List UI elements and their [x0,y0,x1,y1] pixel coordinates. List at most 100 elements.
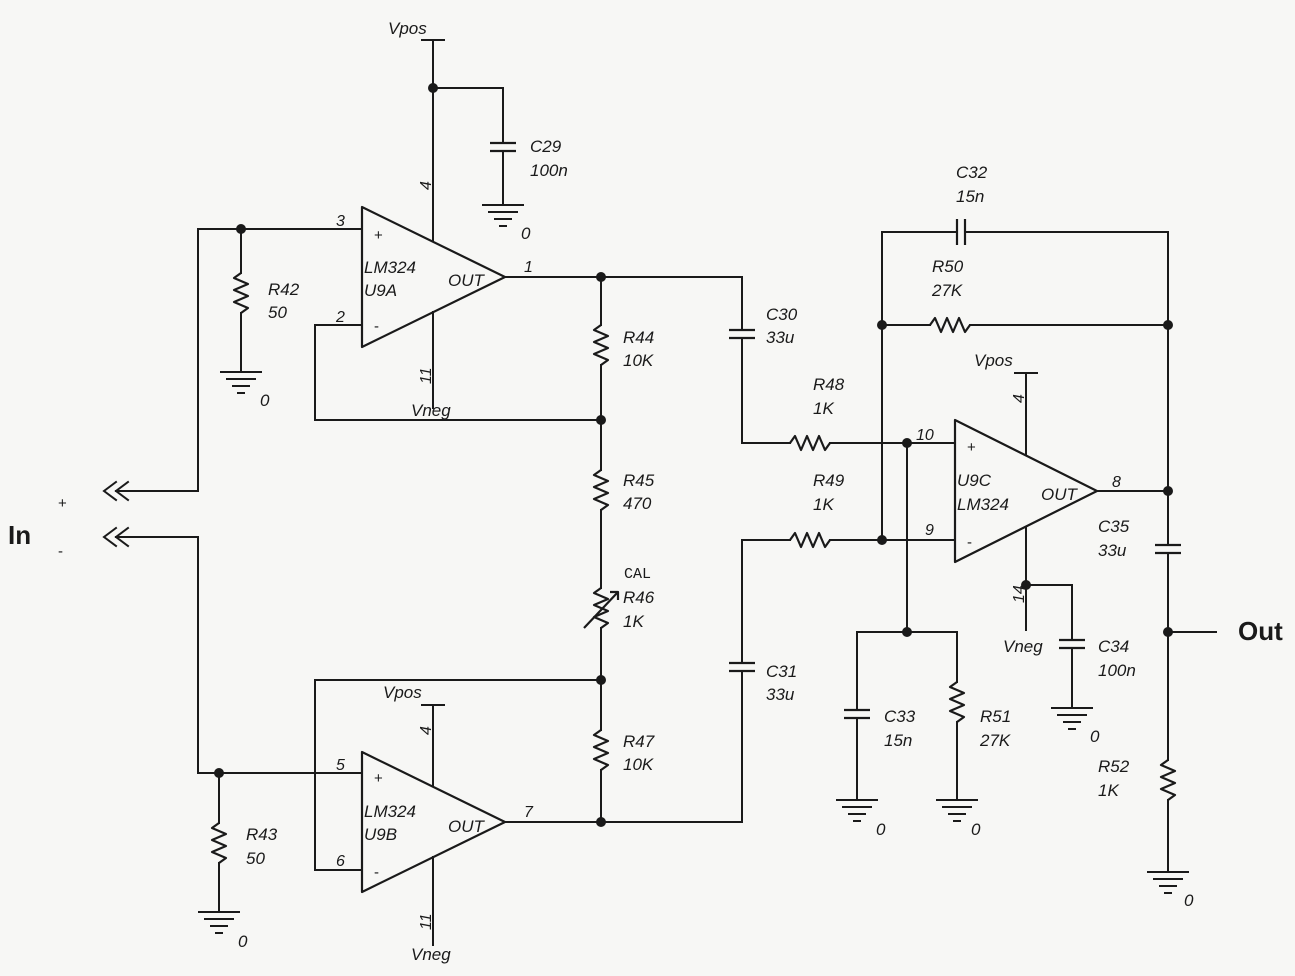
feedback-network [881,219,1169,541]
u9a-pin-out: 1 [524,259,533,276]
ground-symbol [482,204,524,227]
u9c-out-label: OUT [1041,485,1079,504]
junction-dot [428,83,438,93]
ground-label: 0 [238,932,248,951]
c30-ref: C30 [766,305,798,324]
output-stage [1096,490,1217,873]
r49-value: 1K [813,495,834,514]
u9c-minus-sign: - [967,534,972,551]
u9a-ref: U9A [364,281,397,300]
junction-dot [877,535,887,545]
u9c-part: LM324 [957,495,1009,514]
junction-dot [1163,320,1173,330]
u9a-pin-vpos: 4 [418,181,435,190]
u9c-pin-vneg: 14 [1011,585,1028,603]
junction-dot [596,675,606,685]
u9a-out-label: OUT [448,271,486,290]
junction-dot [236,224,246,234]
input-connector-plus [102,480,199,502]
r51-ref: R51 [980,707,1011,726]
junction-dot [902,627,912,637]
r51-value: 27K [979,731,1011,750]
ground-symbol [198,911,240,934]
input-connector-minus [102,526,199,548]
u9a-pin-plus: 3 [336,213,345,230]
c31-value: 33u [766,685,795,704]
ground-label: 0 [260,391,270,410]
u9a-minus-sign: - [374,318,379,335]
resistor-r45 [592,419,610,589]
ground-label: 0 [521,224,531,243]
output-label: Out [1238,616,1283,646]
capacitor-c33 [844,708,870,801]
r49-ref: R49 [813,471,845,490]
resistor-r44 [592,276,610,421]
junction-dot [596,272,606,282]
r52-ref: R52 [1098,757,1130,776]
opamp-u9c [953,372,1099,631]
c31-ref: C31 [766,662,797,681]
c32-ref: C32 [956,163,988,182]
u9c-plus-sign: + [967,439,976,456]
resistor-r51 [948,681,966,801]
u9a-feedback-wires [314,276,743,421]
input-plus-sign: + [58,495,67,512]
u9b-out-label: OUT [448,817,486,836]
u9b-vpos-label: Vpos [383,683,422,702]
u9a-pin-minus: 2 [335,309,345,326]
ground-symbol [1051,707,1093,730]
u9b-pin-out: 7 [524,804,534,821]
junction-dot [902,438,912,448]
resistor-r48 [789,434,956,452]
opamp-u9a [360,39,507,409]
u9a-vpos-label: Vpos [388,19,427,38]
capacitor-c31 [729,539,791,823]
u9c-vpos-label: Vpos [974,351,1013,370]
r47-value: 10K [623,755,654,774]
potentiometer-r46 [583,587,620,681]
r46-note: CAL [624,566,651,583]
r43-value: 50 [246,849,265,868]
c34-ref: C34 [1098,637,1129,656]
junction-dot [877,320,887,330]
opamp-u9b [360,704,507,946]
input-wires [197,228,363,774]
u9b-minus-sign: - [374,864,379,881]
u9c-vneg-label: Vneg [1003,637,1043,656]
r50-ref: R50 [932,257,964,276]
u9b-pin-vneg: 11 [418,913,435,930]
capacitor-c29 [432,87,516,206]
u9c-pin-plus: 10 [916,427,934,444]
ground-symbol [836,799,878,822]
ground-label: 0 [1090,727,1100,746]
u9b-plus-sign: + [374,770,383,787]
capacitor-c34 [1025,584,1085,709]
ground-label: 0 [1184,891,1194,910]
resistor-r43 [210,772,228,913]
r45-value: 470 [623,494,652,513]
r42-ref: R42 [268,280,300,299]
input-minus-sign: - [58,543,63,560]
r43-ref: R43 [246,825,278,844]
r48-ref: R48 [813,375,845,394]
u9a-vneg-label: Vneg [411,401,451,420]
r44-value: 10K [623,351,654,370]
u9b-ref: U9B [364,825,397,844]
r45-ref: R45 [623,471,655,490]
r50-value: 27K [931,281,963,300]
c35-value: 33u [1098,541,1127,560]
u9a-pin-vneg: 11 [418,367,435,384]
u9b-part: LM324 [364,802,416,821]
c32-value: 15n [956,187,984,206]
c29-ref: C29 [530,137,562,156]
junction-dot [1163,627,1173,637]
u9a-part: LM324 [364,258,416,277]
u9b-vneg-label: Vneg [411,945,451,964]
u9c-pin-out: 8 [1112,474,1121,491]
u9c-pin-vpos: 4 [1011,394,1028,403]
plus-input-network [856,442,958,711]
resistor-r47 [592,679,610,823]
resistor-r49 [789,531,956,549]
r46-value: 1K [623,612,644,631]
